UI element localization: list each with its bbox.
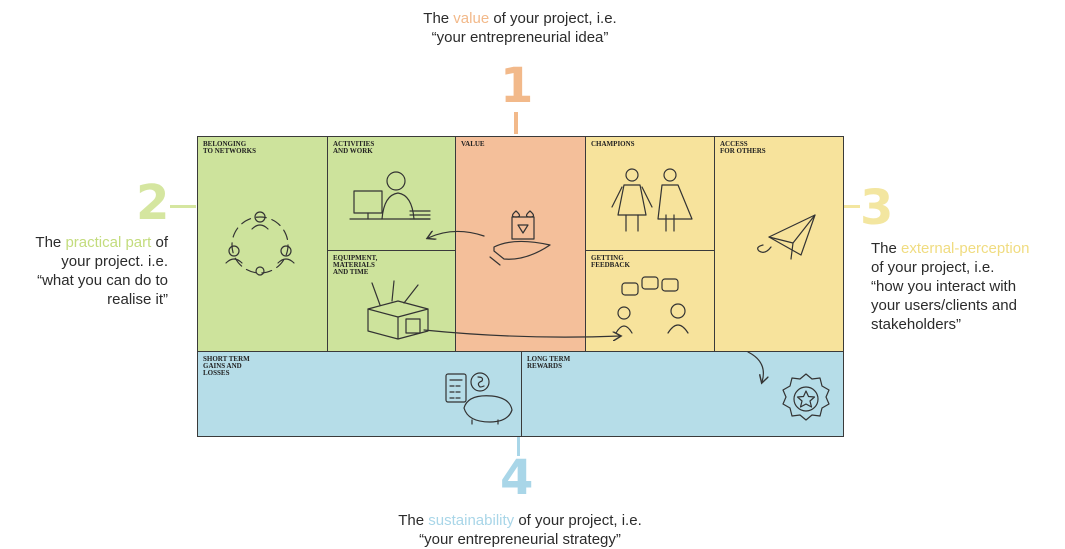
number-four: 4 [500,450,534,506]
cell-label: VALUE [461,140,485,148]
superheroes-icon [611,168,693,232]
person-at-computer-icon [349,171,431,220]
cell-long-term-rewards: LONG TERM REWARDS [521,351,844,437]
caption-highlight-sustainability: sustainability [428,512,515,529]
caption-text: of [151,234,168,251]
caption-text: your users/clients and [871,297,1017,314]
connector-tick-top [514,112,518,134]
award-badge-icon [782,373,830,421]
number-one: 1 [500,58,534,114]
caption-practical: The practical part of your project. i.e.… [0,233,168,309]
caption-highlight-external: external-perception [901,240,1030,257]
number-two: 2 [136,175,170,231]
caption-text: The [871,240,902,257]
caption-text: of your project, i.e. [489,10,617,27]
caption-text: The [398,512,429,529]
cell-label: SHORT TERM GAINS AND LOSSES [203,355,250,377]
caption-text: of your project, i.e. [871,259,995,276]
caption-text: “your entrepreneurial strategy” [419,531,621,548]
cell-label: ACTIVITIES AND WORK [333,140,375,155]
connector-tick-right [844,205,860,208]
arrow-equipment-to-feedback [423,329,620,337]
cell-label: LONG TERM REWARDS [527,355,571,370]
caption-sustainability: The sustainability of your project, i.e.… [0,511,1040,549]
caption-text: The [423,10,454,27]
connector-tick-bottom [517,436,520,456]
paper-plane-icon [757,214,816,260]
cell-label: EQUIPMENT, MATERIALS AND TIME [333,254,378,276]
caption-text: realise it” [107,291,168,308]
cell-getting-feedback: GETTING FEEDBACK [585,250,715,352]
calculator-piggy-bank-icon [445,372,513,425]
gift-on-hand-icon [489,210,551,266]
caption-text: The [35,234,66,251]
cell-equipment-materials-time: EQUIPMENT, MATERIALS AND TIME [327,250,456,352]
caption-text: of your project, i.e. [514,512,642,529]
caption-text: your project. i.e. [61,253,168,270]
toolbox-icon [367,280,429,340]
arrow-access-to-long-term [747,351,763,382]
caption-value: The value of your project, i.e. “your en… [0,9,1040,47]
number-three: 3 [860,180,894,236]
cell-label: BELONGING TO NETWORKS [203,140,256,155]
cell-label: GETTING FEEDBACK [591,254,630,269]
connector-tick-left [170,205,196,208]
cell-label: CHAMPIONS [591,140,635,148]
speech-bubbles-icon [615,276,689,334]
cell-access-for-others: ACCESS FOR OTHERS [714,136,844,352]
arrow-value-to-activities [428,231,485,238]
caption-highlight-practical: practical part [65,234,152,251]
caption-highlight-value: value [453,10,490,27]
network-people-icon [225,211,295,276]
caption-external: The external-perception of your project,… [871,239,1061,334]
caption-text: “your entrepreneurial idea” [431,29,609,46]
caption-text: “what you can do to [37,272,168,289]
caption-text: stakeholders” [871,316,962,333]
cell-label: ACCESS FOR OTHERS [720,140,766,155]
caption-text: “how you interact with [871,278,1017,295]
